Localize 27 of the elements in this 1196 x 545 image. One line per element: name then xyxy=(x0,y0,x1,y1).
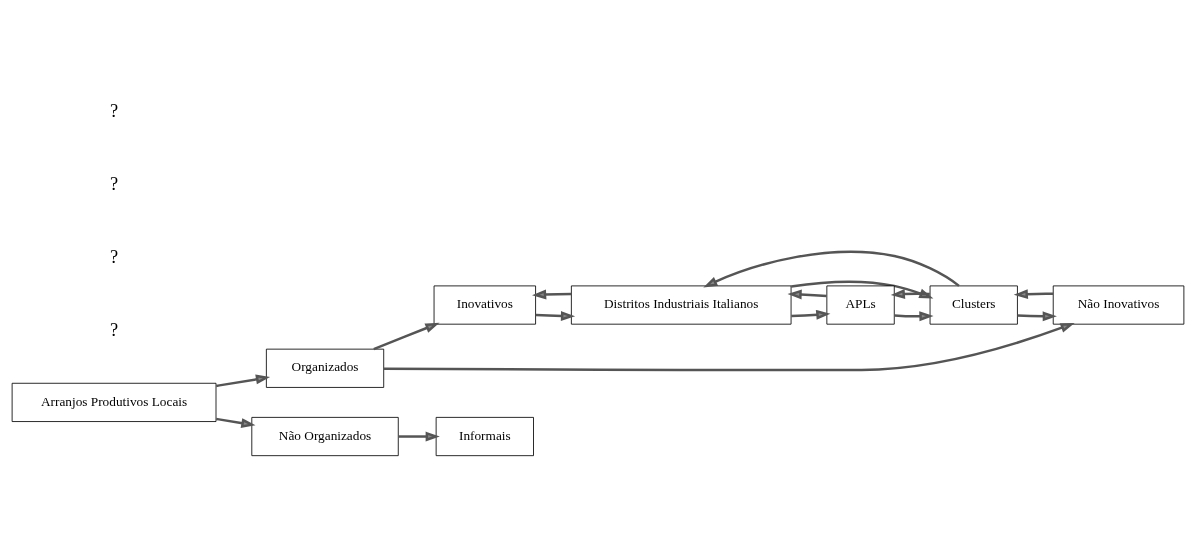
arrow xyxy=(894,310,934,321)
arrow xyxy=(890,288,930,299)
node-box: Inovativos xyxy=(433,285,536,325)
arrow xyxy=(703,250,960,288)
arrow xyxy=(215,374,271,387)
node-box: Distritos Industriais Italianos xyxy=(570,285,792,325)
arrow xyxy=(383,322,1075,371)
label: ? xyxy=(110,173,119,194)
label: ? xyxy=(110,319,119,340)
node-box: Informais xyxy=(435,416,534,456)
arrow xyxy=(535,310,576,321)
node-box: APLs xyxy=(826,285,895,325)
arrow xyxy=(398,431,440,441)
node-box: Clusters xyxy=(929,285,1018,325)
arrow xyxy=(373,322,440,350)
arrow xyxy=(215,417,256,428)
node-box: Não Organizados xyxy=(251,416,399,456)
label: ? xyxy=(110,246,119,267)
arrow xyxy=(1017,310,1057,321)
arrow xyxy=(532,289,572,299)
node-box: Arranjos Produtivos Locais xyxy=(11,382,217,422)
node-box: Não Inovativos xyxy=(1052,285,1185,325)
arrow xyxy=(791,309,831,320)
arrow xyxy=(1013,288,1054,299)
node-box: Organizados xyxy=(265,348,385,388)
arrow xyxy=(787,288,827,299)
label: ? xyxy=(110,100,119,121)
